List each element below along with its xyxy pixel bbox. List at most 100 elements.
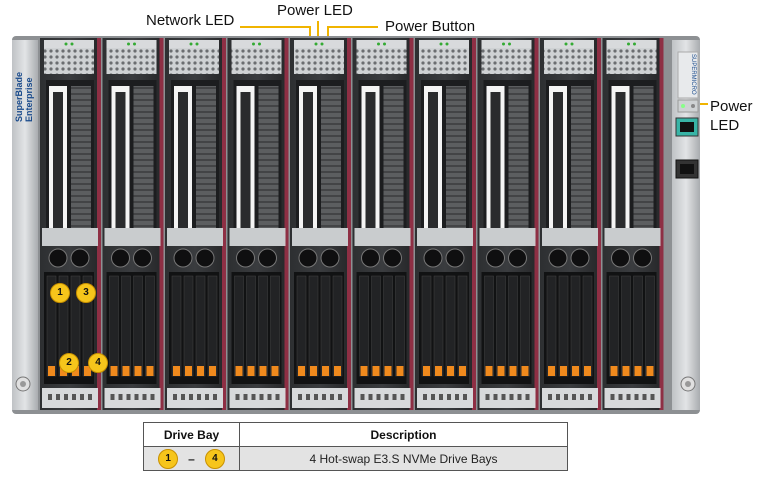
blade-module[interactable] (415, 38, 476, 410)
right-logo-plate (677, 51, 699, 99)
blade-module[interactable] (102, 38, 164, 410)
blade-module[interactable] (290, 38, 351, 410)
bottom-handle[interactable] (417, 388, 473, 408)
drive-release-tab[interactable] (384, 366, 392, 376)
drive-release-tab[interactable] (497, 366, 505, 376)
blade-module[interactable] (352, 38, 414, 410)
drive-release-tab[interactable] (271, 366, 279, 376)
drive-release-tab[interactable] (247, 366, 255, 376)
drive-release-tab[interactable] (584, 366, 591, 376)
drive-release-tab[interactable] (622, 366, 630, 376)
drive-bay[interactable] (133, 275, 143, 377)
drive-bay[interactable] (421, 275, 432, 377)
top-led-panel (106, 40, 157, 48)
drive-bay[interactable] (546, 275, 557, 377)
drive-bay[interactable] (633, 275, 643, 377)
drive-bay[interactable] (296, 275, 307, 377)
bottom-handle[interactable] (542, 388, 598, 408)
drive-release-tab[interactable] (423, 366, 430, 376)
drive-release-tab[interactable] (360, 366, 368, 376)
drive-bay[interactable] (171, 275, 182, 377)
drive-release-tab[interactable] (84, 366, 91, 376)
bottom-handle[interactable] (229, 388, 286, 408)
drive-release-tab[interactable] (396, 366, 404, 376)
blade-module[interactable] (540, 38, 601, 410)
drive-bay[interactable] (445, 275, 456, 377)
drive-bay[interactable] (183, 275, 194, 377)
drive-bay[interactable] (395, 275, 405, 377)
drive-release-tab[interactable] (110, 366, 118, 376)
drive-release-tab[interactable] (259, 366, 267, 376)
drive-bay[interactable] (570, 275, 581, 377)
expansion-slot-panel (358, 80, 407, 242)
drive-release-tab[interactable] (572, 366, 579, 376)
drive-release-tab[interactable] (322, 366, 329, 376)
drive-bay[interactable] (609, 275, 619, 377)
blade-module[interactable] (477, 38, 539, 410)
drive-bay[interactable] (433, 275, 444, 377)
drive-release-tab[interactable] (134, 366, 142, 376)
drive-bay[interactable] (195, 275, 206, 377)
drive-bay[interactable] (582, 275, 593, 377)
drive-release-tab[interactable] (235, 366, 243, 376)
drive-release-tab[interactable] (560, 366, 567, 376)
drive-release-tab[interactable] (72, 366, 79, 376)
drive-bay[interactable] (359, 275, 369, 377)
drive-bay[interactable] (520, 275, 530, 377)
drive-bay[interactable] (383, 275, 393, 377)
blade-module[interactable] (227, 38, 289, 410)
drive-release-tab[interactable] (48, 366, 55, 376)
bottom-handle[interactable] (167, 388, 223, 408)
bottom-handle[interactable] (292, 388, 348, 408)
power-led-indicator (677, 99, 699, 113)
drive-release-tab[interactable] (459, 366, 466, 376)
drive-bay[interactable] (320, 275, 331, 377)
drive-release-tab[interactable] (197, 366, 204, 376)
drive-release-tab[interactable] (185, 366, 192, 376)
bottom-handle[interactable] (604, 388, 661, 408)
blade-module[interactable] (165, 38, 226, 410)
fan-connector (508, 248, 527, 268)
bottom-handle[interactable] (479, 388, 536, 408)
bottom-handle[interactable] (42, 388, 98, 408)
drive-release-tab[interactable] (209, 366, 216, 376)
drive-bay[interactable] (484, 275, 494, 377)
drive-bay[interactable] (645, 275, 655, 377)
drive-release-tab[interactable] (372, 366, 380, 376)
drive-bay[interactable] (121, 275, 131, 377)
drive-bay[interactable] (508, 275, 518, 377)
drive-bay[interactable] (270, 275, 280, 377)
bottom-handle[interactable] (104, 388, 161, 408)
drive-release-tab[interactable] (548, 366, 555, 376)
drive-release-tab[interactable] (173, 366, 180, 376)
drive-bay[interactable] (246, 275, 256, 377)
drive-release-tab[interactable] (509, 366, 517, 376)
blade-module[interactable] (602, 38, 664, 410)
drive-bay[interactable] (207, 275, 218, 377)
drive-release-tab[interactable] (634, 366, 642, 376)
drive-bay[interactable] (558, 275, 569, 377)
drive-bay[interactable] (308, 275, 319, 377)
drive-bay[interactable] (109, 275, 119, 377)
drive-release-tab[interactable] (485, 366, 493, 376)
drive-release-tab[interactable] (298, 366, 305, 376)
drive-marker-1: 1 (50, 283, 70, 303)
drive-release-tab[interactable] (334, 366, 341, 376)
drive-release-tab[interactable] (435, 366, 442, 376)
drive-bay[interactable] (457, 275, 468, 377)
drive-bay[interactable] (234, 275, 244, 377)
drive-release-tab[interactable] (122, 366, 130, 376)
drive-release-tab[interactable] (610, 366, 618, 376)
drive-bay[interactable] (496, 275, 506, 377)
drive-release-tab[interactable] (310, 366, 317, 376)
drive-bay[interactable] (258, 275, 268, 377)
drive-release-tab[interactable] (521, 366, 529, 376)
drive-bay[interactable] (621, 275, 631, 377)
drive-bay[interactable] (145, 275, 155, 377)
drive-release-tab[interactable] (447, 366, 454, 376)
drive-bay[interactable] (371, 275, 381, 377)
drive-release-tab[interactable] (146, 366, 154, 376)
drive-release-tab[interactable] (646, 366, 654, 376)
drive-bay[interactable] (332, 275, 343, 377)
bottom-handle[interactable] (354, 388, 411, 408)
